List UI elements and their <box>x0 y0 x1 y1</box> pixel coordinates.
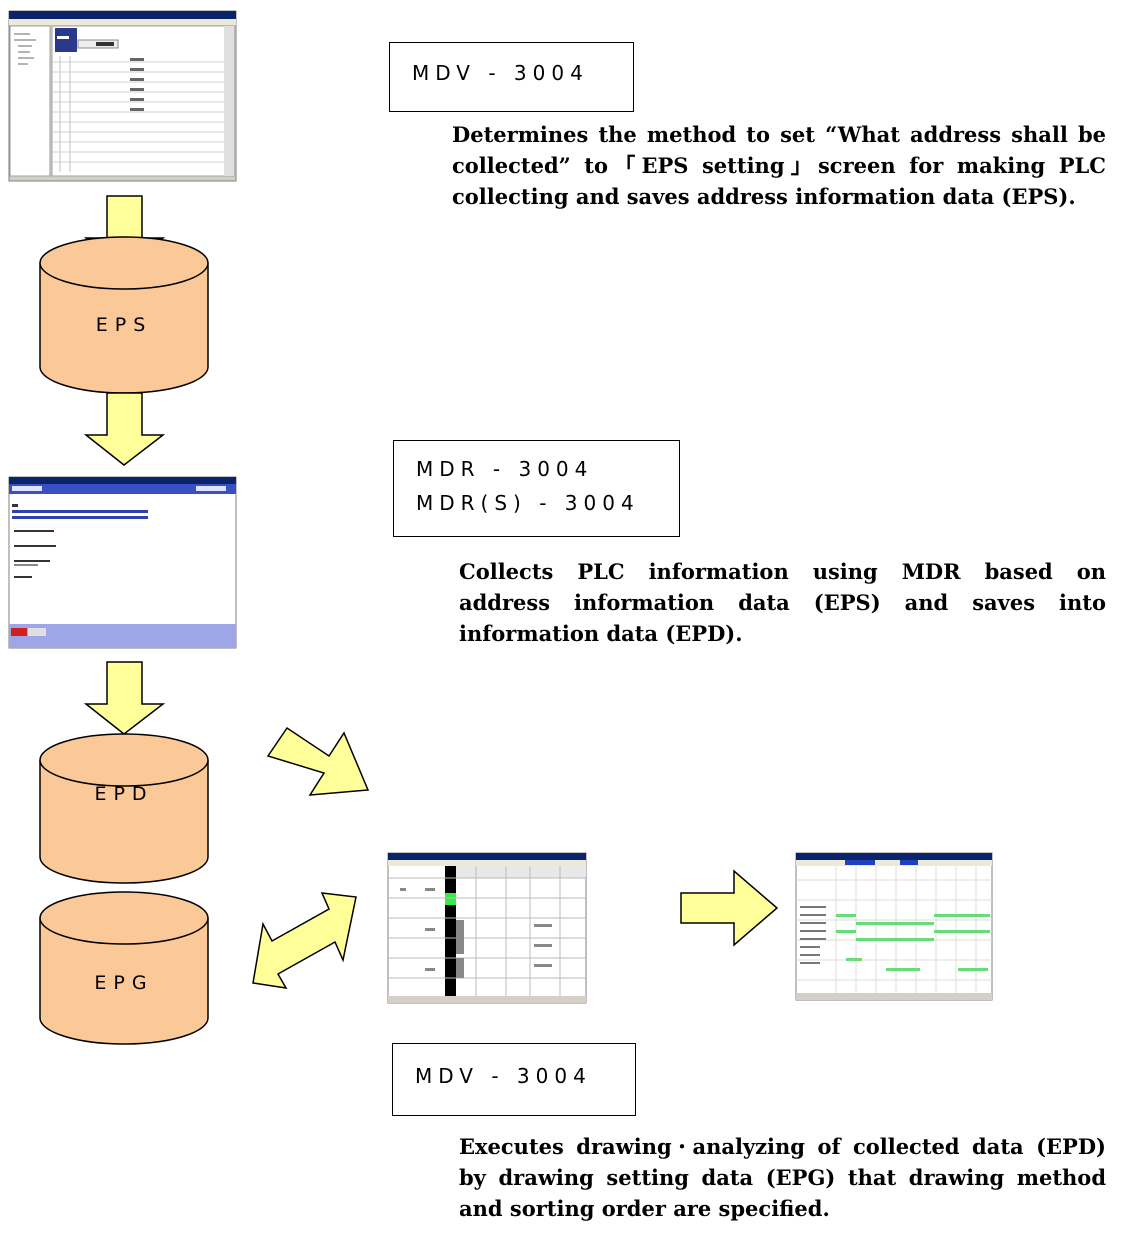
mdv-label-box-bottom: MDV - 3004 <box>392 1043 636 1116</box>
desc-line: collected” to「EPS setting」screen for mak… <box>452 153 1106 178</box>
desc-line: information data (EPD). <box>459 621 743 646</box>
epg-database-label: EPG <box>94 972 153 994</box>
collect-description: Collects PLC information using MDR based… <box>459 556 1106 649</box>
desc-line: Collects PLC information using MDR based… <box>459 559 1106 584</box>
mdv-label-box-top: MDV - 3004 <box>389 42 634 112</box>
desc-line: Executes drawing･analyzing of collected … <box>459 1134 1106 1159</box>
desc-line: address information data (EPS) and saves… <box>459 590 1106 615</box>
epg-database-cylinder <box>39 891 209 1045</box>
down-arrow-3 <box>83 661 166 735</box>
right-arrow-viewer-to-chart <box>680 869 779 947</box>
mdr-label-line1: MDR - 3004 <box>416 457 594 481</box>
desc-line: and sorting order are specified. <box>459 1196 830 1221</box>
down-arrow-2 <box>83 392 166 466</box>
mdr-collection-screenshot <box>8 476 237 649</box>
mdr-label-line2: MDR(S) - 3004 <box>416 491 640 515</box>
double-arrow-epg-viewer <box>252 892 357 989</box>
eps-setting-description: Determines the method to set “What addre… <box>452 119 1106 212</box>
mdv-eps-setting-screenshot <box>8 10 237 182</box>
mdv-viewer-screenshot <box>387 852 587 1004</box>
eps-database-label: EPS <box>96 314 153 336</box>
diagonal-arrow-epd-to-viewer <box>266 726 370 796</box>
mdv-label-bottom: MDV - 3004 <box>415 1064 592 1088</box>
desc-line: Determines the method to set “What addre… <box>452 122 1106 147</box>
desc-line: by drawing setting data (EPG) that drawi… <box>459 1165 1106 1190</box>
mdv-label-top: MDV - 3004 <box>412 61 589 85</box>
eps-database-cylinder <box>39 236 209 394</box>
mdr-label-box: MDR - 3004 MDR(S) - 3004 <box>393 440 680 537</box>
desc-line: collecting and saves address information… <box>452 184 1076 209</box>
epd-database-label: EPD <box>94 783 153 805</box>
epd-database-cylinder <box>39 733 209 884</box>
time-chart-screenshot <box>795 852 993 1001</box>
drawing-description: Executes drawing･analyzing of collected … <box>459 1131 1106 1224</box>
